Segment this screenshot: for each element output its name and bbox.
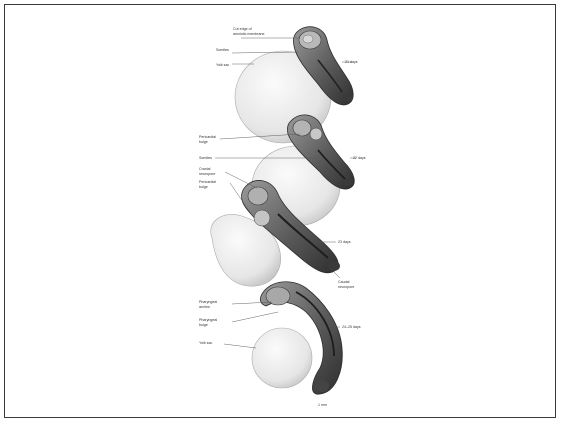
pericardial-bulge-2 [310, 128, 322, 140]
label-somites-top: Somites [216, 48, 229, 52]
tail-3 [328, 261, 340, 271]
label-stage-21-days: 21 days [345, 60, 358, 64]
label-cranial-neuropore-line2: neuropore [199, 172, 215, 176]
label-pericardial-bulge-mid-line2: bulge [199, 140, 208, 144]
label-stage-24-25-days: 24–25 days [342, 325, 361, 329]
tail-1 [343, 94, 353, 102]
label-pericardial-bulge-lower-line1: Pericardial [199, 180, 216, 184]
tail-2 [343, 178, 353, 186]
label-pharyngeal-arches-line1: Pharyngeal [199, 300, 217, 304]
label-stage-23-days: 23 days [338, 240, 351, 244]
tail-4 [315, 380, 329, 392]
label-cut-edge-line1: Cut edge of [233, 27, 252, 31]
yolk-sac-4 [252, 328, 312, 388]
embryo-stage-24-25-days [252, 282, 342, 394]
label-pharyngeal-bulge-line2: bulge [199, 323, 208, 327]
head-3 [248, 187, 268, 205]
label-caudal-neuropore-line1: Caudal [338, 280, 350, 284]
label-yolk-sac-bottom: Yolk sac [199, 341, 212, 345]
label-pericardial-bulge-mid-line1: Pericardial [199, 135, 216, 139]
label-yolk-sac-top: Yolk sac [216, 63, 229, 67]
label-scale-note: 1 mm [318, 403, 327, 407]
pericardial-bulge-3 [254, 210, 270, 226]
neural-fold-1 [303, 35, 313, 43]
label-somites-mid: Somites [199, 156, 212, 160]
label-pericardial-bulge-lower-line2: bulge [199, 185, 208, 189]
label-pharyngeal-arches-line2: arches [199, 305, 210, 309]
label-pharyngeal-bulge-line1: Pharyngeal [199, 318, 217, 322]
label-cut-edge-line2: amniotic membrane [233, 32, 265, 36]
label-caudal-neuropore-line2: neuropore [338, 285, 354, 289]
label-cranial-neuropore-line1: Cranial [199, 167, 211, 171]
label-stage-22-days: 22 days [353, 156, 366, 160]
head-fold-2 [293, 120, 311, 136]
